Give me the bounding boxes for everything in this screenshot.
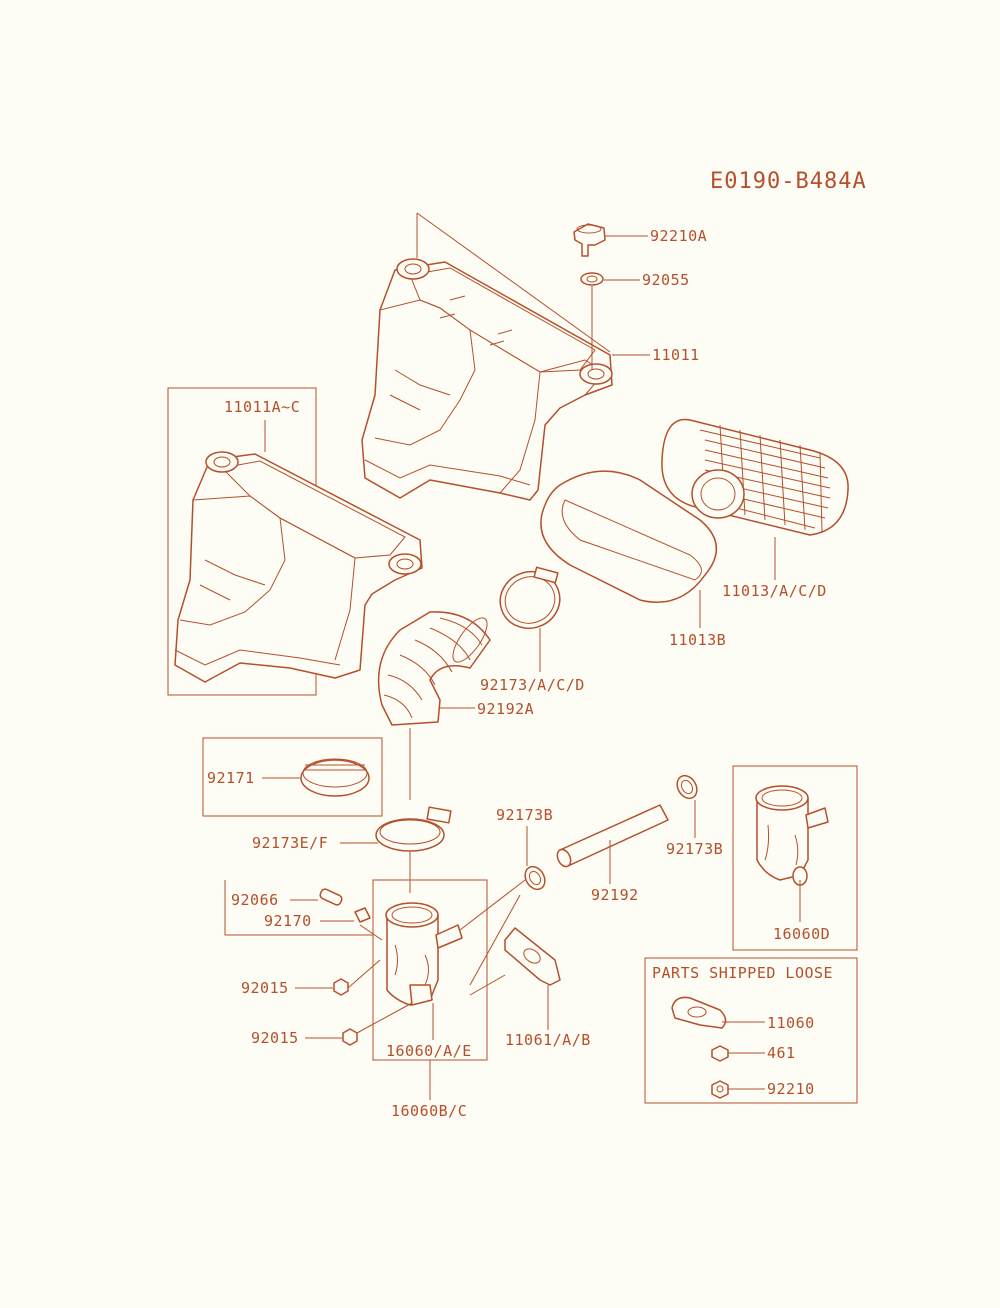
label-92015-b[interactable]: 92015 [251,1029,299,1047]
leader-lines [224,212,801,1100]
breather-hose-92192[interactable] [555,804,669,869]
label-92066[interactable]: 92066 [231,891,279,909]
label-11060[interactable]: 11060 [767,1014,815,1032]
inlet-duct-16060D[interactable] [755,785,829,886]
hose-clamp-92173EF[interactable] [375,806,452,852]
pre-cleaner-11013B[interactable] [540,470,718,603]
elbow-hose-92192A[interactable] [377,611,494,726]
label-16060BC[interactable]: 16060B/C [391,1102,467,1120]
nut-92015-b[interactable] [342,1028,358,1046]
variant-box-16060D [732,765,858,951]
label-92055[interactable]: 92055 [642,271,690,289]
hose-clamp-92173ACD[interactable] [492,563,568,636]
nut-92015-a[interactable] [333,978,349,996]
diagram-code: E0190-B484A [710,169,867,194]
label-16060AE[interactable]: 16060/A/E [386,1042,472,1060]
label-11061AB[interactable]: 11061/A/B [505,1031,591,1049]
knob-92210A[interactable] [573,223,606,257]
parts-shipped-loose-title: PARTS SHIPPED LOOSE [652,964,833,982]
inlet-duct-16060[interactable] [385,902,463,1006]
small-clamp-92173B-right[interactable] [673,772,701,802]
washer-461[interactable] [711,1045,729,1062]
parts-shipped-loose-box [644,957,858,1104]
label-11013ACD[interactable]: 11013/A/C/D [722,582,827,600]
label-11013B[interactable]: 11013B [669,631,726,649]
label-92015-a[interactable]: 92015 [241,979,289,997]
label-11011AC[interactable]: 11011A~C [224,398,300,416]
label-11011[interactable]: 11011 [652,346,700,364]
air-cleaner-cover-11011[interactable] [361,258,613,501]
bolt-92170[interactable] [354,907,371,923]
label-92192[interactable]: 92192 [591,886,639,904]
label-92210A[interactable]: 92210A [650,227,707,245]
label-16060D[interactable]: 16060D [773,925,830,943]
label-92210[interactable]: 92210 [767,1080,815,1098]
label-92173B-left[interactable]: 92173B [496,806,553,824]
label-92173EF[interactable]: 92173E/F [252,834,328,852]
dowel-92066[interactable] [319,888,343,906]
gasket-11061AB[interactable] [504,927,561,986]
part-labels: 92210A 92055 11011 11011A~C 11013/A/C/D … [207,227,830,1120]
gasket-11060[interactable] [671,996,727,1029]
washer-92055[interactable] [580,272,604,286]
variant-box-92171 [202,737,383,817]
label-92171[interactable]: 92171 [207,769,255,787]
label-92173ACD[interactable]: 92173/A/C/D [480,676,585,694]
small-clamp-92173B-left[interactable] [521,863,549,893]
label-92173B-right[interactable]: 92173B [666,840,723,858]
label-92170[interactable]: 92170 [264,912,312,930]
air-filter-element-11013[interactable] [661,418,849,536]
label-92192A[interactable]: 92192A [477,700,534,718]
label-461[interactable]: 461 [767,1044,796,1062]
nut-92210[interactable] [711,1080,729,1099]
hose-clamp-92171[interactable] [300,758,370,797]
air-cleaner-cover-11011AC[interactable] [174,451,423,683]
